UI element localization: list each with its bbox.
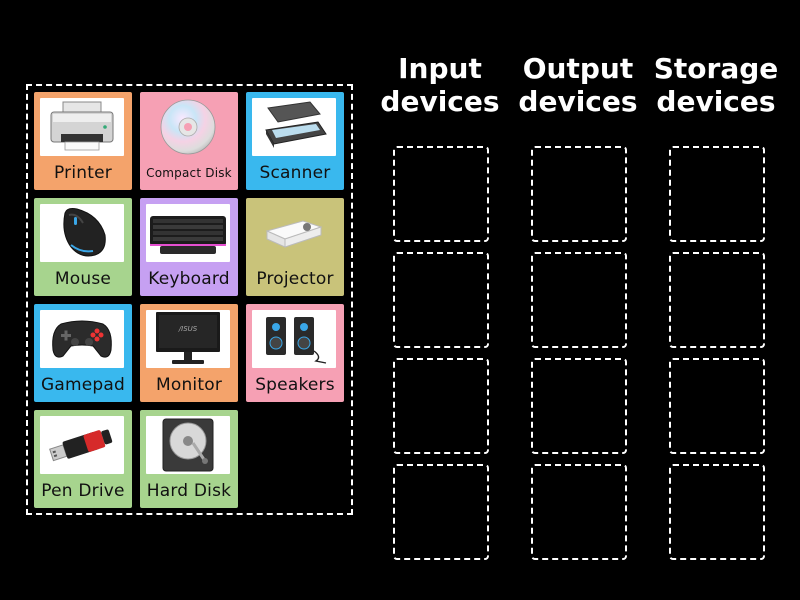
card-label: Projector	[256, 269, 334, 289]
drop-slot-input[interactable]	[393, 464, 489, 560]
card-label: Gamepad	[40, 375, 125, 395]
hard-disk-icon	[162, 418, 214, 472]
card-label: Monitor	[155, 375, 223, 395]
drop-slot-output[interactable]	[531, 146, 627, 242]
drop-slot-storage[interactable]	[669, 252, 765, 348]
card-scanner[interactable]: Scanner	[246, 92, 344, 190]
drop-slot-storage[interactable]	[669, 464, 765, 560]
drop-slot-input[interactable]	[393, 252, 489, 348]
scanner-icon	[265, 101, 327, 148]
drop-slot-storage[interactable]	[669, 146, 765, 242]
monitor-icon: /ISUS	[156, 312, 220, 364]
drop-slot-storage[interactable]	[669, 358, 765, 454]
drop-slot-input[interactable]	[393, 146, 489, 242]
card-monitor[interactable]: /ISUS Monitor	[140, 304, 238, 402]
card-gamepad[interactable]: Gamepad	[34, 304, 132, 402]
drop-slot-output[interactable]	[531, 358, 627, 454]
printer-icon	[50, 101, 114, 151]
column-header-output: Output devices	[518, 52, 638, 118]
card-printer[interactable]: Printer	[34, 92, 132, 190]
cd-icon	[160, 99, 216, 155]
card-label: Speakers	[255, 375, 335, 395]
pen-drive-icon	[49, 429, 113, 462]
keyboard-icon	[150, 216, 226, 254]
projector-icon	[265, 220, 323, 248]
card-speakers[interactable]: Speakers	[246, 304, 344, 402]
mouse-icon	[63, 208, 106, 257]
card-label: Printer	[54, 163, 112, 183]
card-label: Keyboard	[148, 269, 230, 289]
card-compact-disk[interactable]: Compact Disk	[140, 92, 238, 190]
card-label: Pen Drive	[41, 481, 125, 501]
card-pen-drive[interactable]: Pen Drive	[34, 410, 132, 508]
card-mouse[interactable]: Mouse	[34, 198, 132, 296]
speakers-icon	[266, 317, 327, 364]
card-tray	[26, 84, 353, 515]
drop-slot-output[interactable]	[531, 252, 627, 348]
card-keyboard[interactable]: Keyboard	[140, 198, 238, 296]
card-label: Mouse	[54, 269, 112, 289]
card-label: Scanner	[259, 163, 331, 183]
card-hard-disk[interactable]: Hard Disk	[140, 410, 238, 508]
gamepad-icon	[52, 320, 112, 358]
drop-slot-output[interactable]	[531, 464, 627, 560]
card-projector[interactable]: Projector	[246, 198, 344, 296]
column-header-input: Input devices	[380, 52, 500, 118]
card-label: Compact Disk	[146, 166, 232, 180]
svg-text:/ISUS: /ISUS	[178, 325, 198, 333]
drop-slot-input[interactable]	[393, 358, 489, 454]
card-label: Hard Disk	[146, 481, 232, 501]
column-header-storage: Storage devices	[653, 52, 779, 118]
